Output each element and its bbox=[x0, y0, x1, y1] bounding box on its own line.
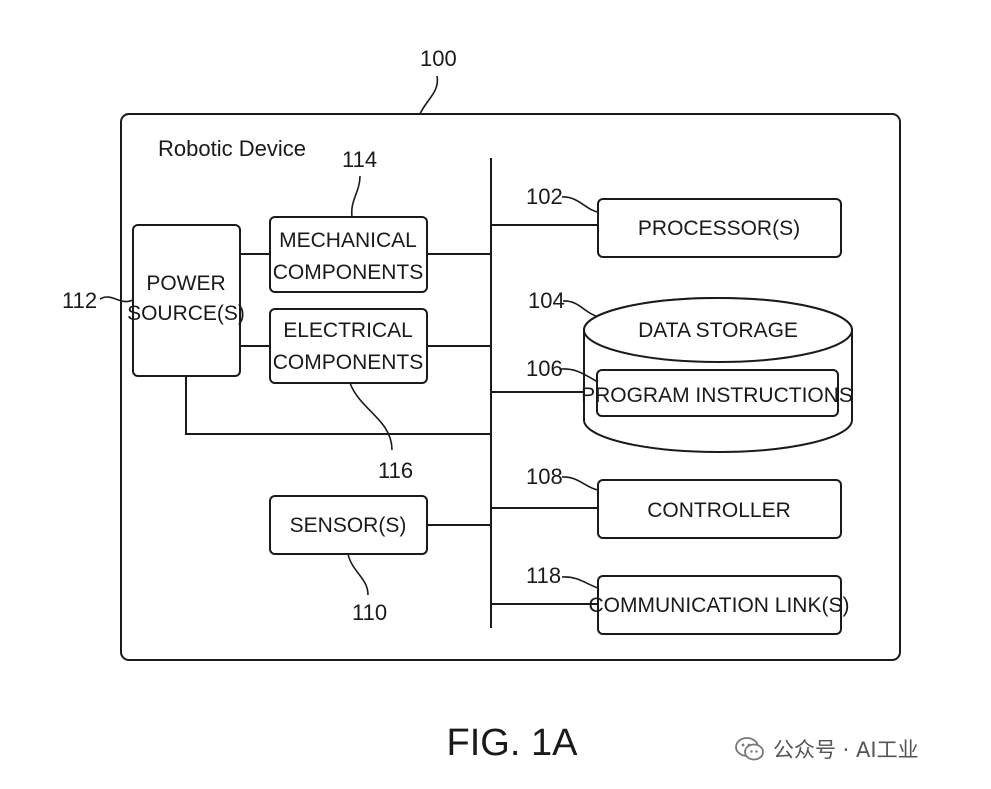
leader-108 bbox=[561, 476, 599, 491]
program-instructions-box bbox=[596, 369, 839, 417]
sensor-label: SENSOR(S) bbox=[290, 514, 407, 537]
mechanical-line-1: MECHANICAL bbox=[279, 229, 417, 252]
leader-118 bbox=[561, 576, 599, 589]
watermark: 公众号 · AI工业 bbox=[735, 732, 919, 766]
wechat-icon bbox=[735, 737, 764, 761]
ref-102: 102 bbox=[526, 184, 563, 209]
ref-116: 116 bbox=[378, 458, 413, 483]
leader-114 bbox=[350, 175, 361, 218]
ref-108: 108 bbox=[526, 464, 563, 489]
communication-link-box bbox=[597, 575, 842, 635]
ref-114: 114 bbox=[342, 147, 377, 172]
mechanical-components-box bbox=[269, 216, 428, 293]
leader-116 bbox=[349, 382, 393, 451]
ref-104: 104 bbox=[528, 288, 565, 313]
processor-label: PROCESSOR(S) bbox=[638, 217, 800, 240]
mechanical-line-2: COMPONENTS bbox=[273, 261, 424, 284]
leader-102 bbox=[561, 196, 599, 213]
power-source-line-1: POWER bbox=[146, 272, 225, 295]
leader-110 bbox=[347, 553, 369, 596]
ref-110: 110 bbox=[352, 600, 387, 625]
ref-112: 112 bbox=[62, 288, 97, 313]
electrical-line-1: ELECTRICAL bbox=[283, 319, 413, 342]
communication-link-label: COMMUNICATION LINK(S) bbox=[589, 594, 850, 617]
figure-caption: FIG. 1A bbox=[447, 722, 579, 764]
leader-106 bbox=[560, 368, 599, 383]
ref-100: 100 bbox=[420, 46, 457, 71]
leader-100 bbox=[419, 75, 439, 115]
processor-box bbox=[597, 198, 842, 258]
controller-label: CONTROLLER bbox=[647, 499, 791, 522]
electrical-line-2: COMPONENTS bbox=[273, 351, 424, 374]
program-instructions-label: PROGRAM INSTRUCTIONS bbox=[581, 384, 853, 407]
power-source-line-2: SOURCE(S) bbox=[127, 302, 245, 325]
ref-106: 106 bbox=[526, 356, 563, 381]
leader-104 bbox=[562, 300, 597, 317]
power-source-box bbox=[132, 224, 241, 377]
robotic-device-label: Robotic Device bbox=[158, 136, 306, 161]
watermark-text: 公众号 · AI工业 bbox=[773, 738, 919, 762]
electrical-components-box bbox=[269, 308, 428, 384]
data-storage-top bbox=[583, 297, 853, 363]
ref-118: 118 bbox=[526, 563, 561, 588]
data-storage-label: DATA STORAGE bbox=[638, 319, 798, 342]
leader-112 bbox=[99, 296, 134, 303]
controller-box bbox=[597, 479, 842, 539]
